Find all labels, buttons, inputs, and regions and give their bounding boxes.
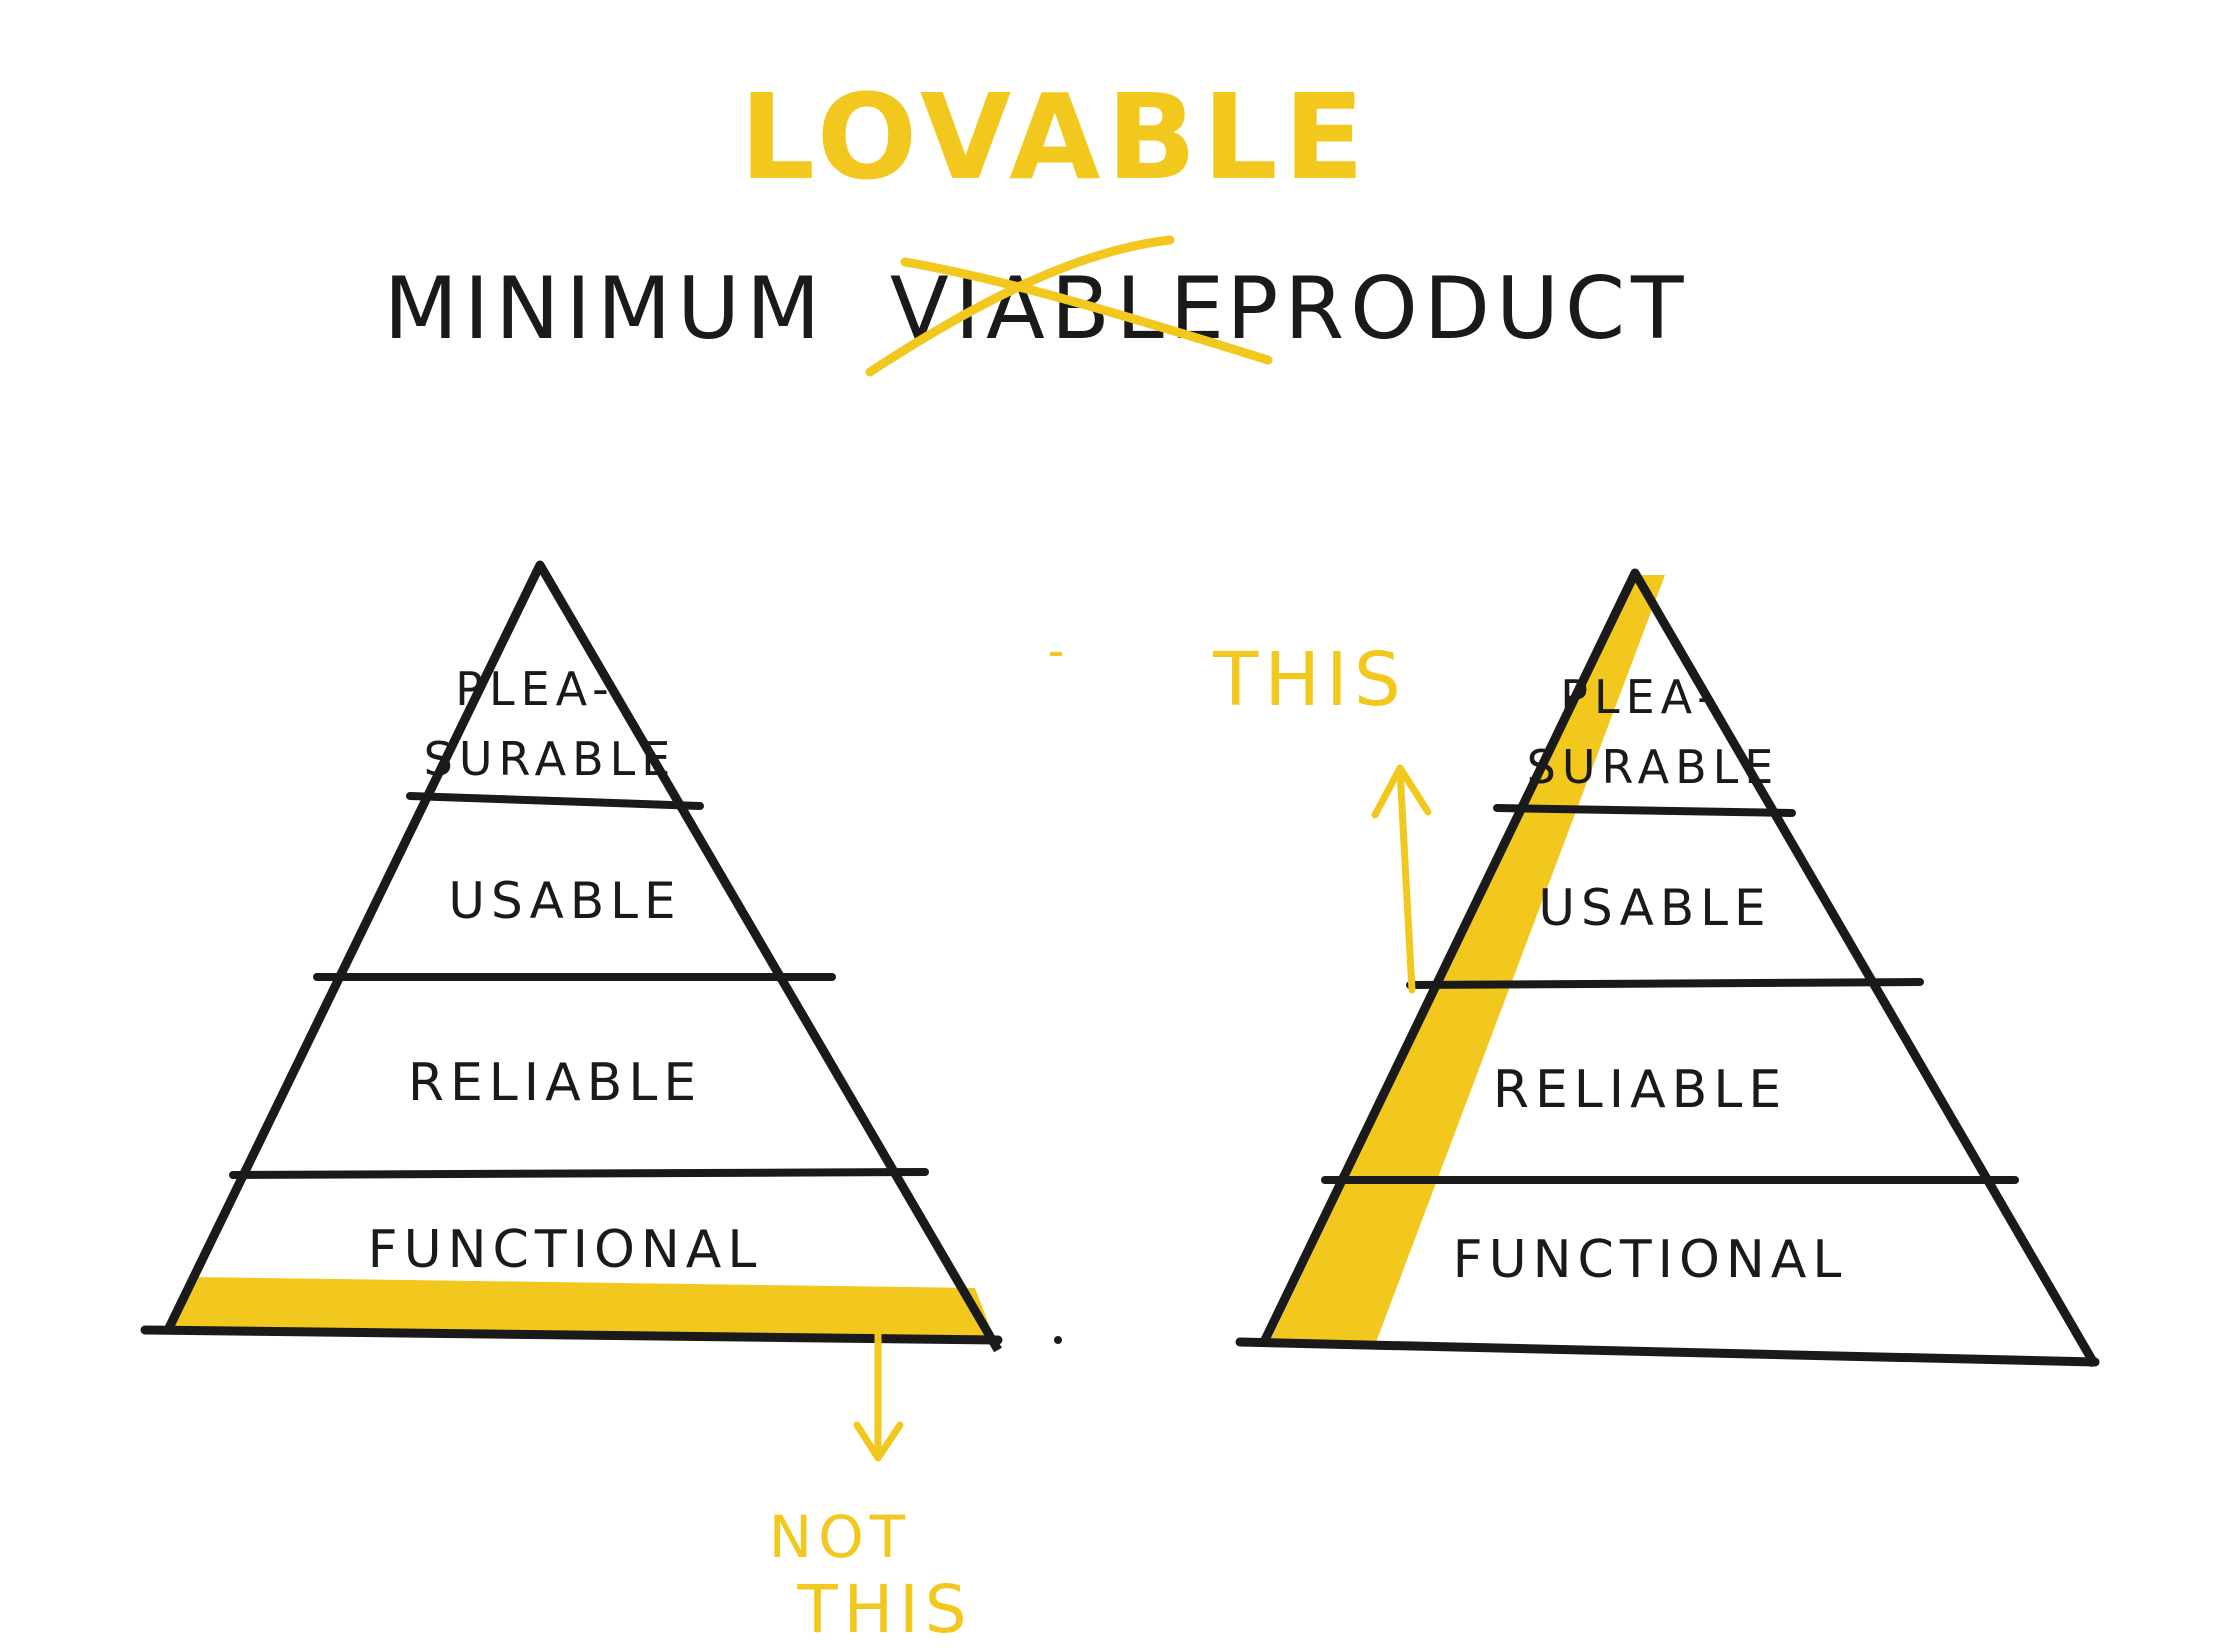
title-word-lovable: LOVABLE	[740, 68, 1371, 206]
right-divider-middle	[1406, 978, 1924, 989]
left-divider-top	[406, 792, 704, 810]
left-pyramid-outline	[163, 560, 1002, 1353]
left-pyramid: PLEA- SURABLE USABLE RELIABLE FUNCTIONAL…	[140, 560, 1003, 1648]
stray-mark-2	[1054, 1336, 1062, 1344]
right-divider-top	[1493, 804, 1796, 817]
title-word-product: PRODUCT	[1226, 259, 1689, 359]
right-pyramid-base	[1235, 1337, 2100, 1367]
viable-strikethrough	[865, 235, 1175, 377]
up-arrow-head	[1371, 764, 1432, 819]
title-word-minimum: MINIMUM	[384, 259, 827, 359]
right-label-pleasurable-2: SURABLE	[1527, 740, 1780, 794]
left-label-functional: FUNCTIONAL	[368, 1220, 763, 1280]
annotation-this-under-not: THIS	[796, 1571, 972, 1648]
viable-strikethrough-2	[900, 257, 1273, 365]
left-base-highlight	[170, 1277, 995, 1340]
right-label-functional: FUNCTIONAL	[1453, 1230, 1848, 1290]
right-pyramid: PLEA- SURABLE USABLE RELIABLE FUNCTIONAL…	[1212, 568, 2100, 1368]
right-label-reliable: RELIABLE	[1493, 1060, 1787, 1120]
up-arrow-shaft	[1396, 766, 1416, 994]
left-label-reliable: RELIABLE	[408, 1053, 702, 1113]
right-label-pleasurable-1: PLEA-	[1560, 670, 1720, 724]
title-word-viable: VIABLE	[890, 259, 1230, 359]
left-label-pleasurable-1: PLEA-	[455, 662, 615, 716]
right-label-usable: USABLE	[1538, 879, 1771, 937]
left-label-usable: USABLE	[448, 872, 681, 930]
left-pyramid-base	[140, 1325, 1003, 1345]
left-divider-bottom	[229, 1168, 929, 1179]
left-label-pleasurable-2: SURABLE	[424, 732, 677, 786]
right-pyramid-outline	[1260, 568, 2099, 1368]
down-arrow-head	[853, 1421, 904, 1462]
annotation-this: THIS	[1212, 637, 1407, 723]
annotation-not: NOT	[769, 1503, 911, 1571]
right-side-highlight	[1268, 575, 1665, 1345]
